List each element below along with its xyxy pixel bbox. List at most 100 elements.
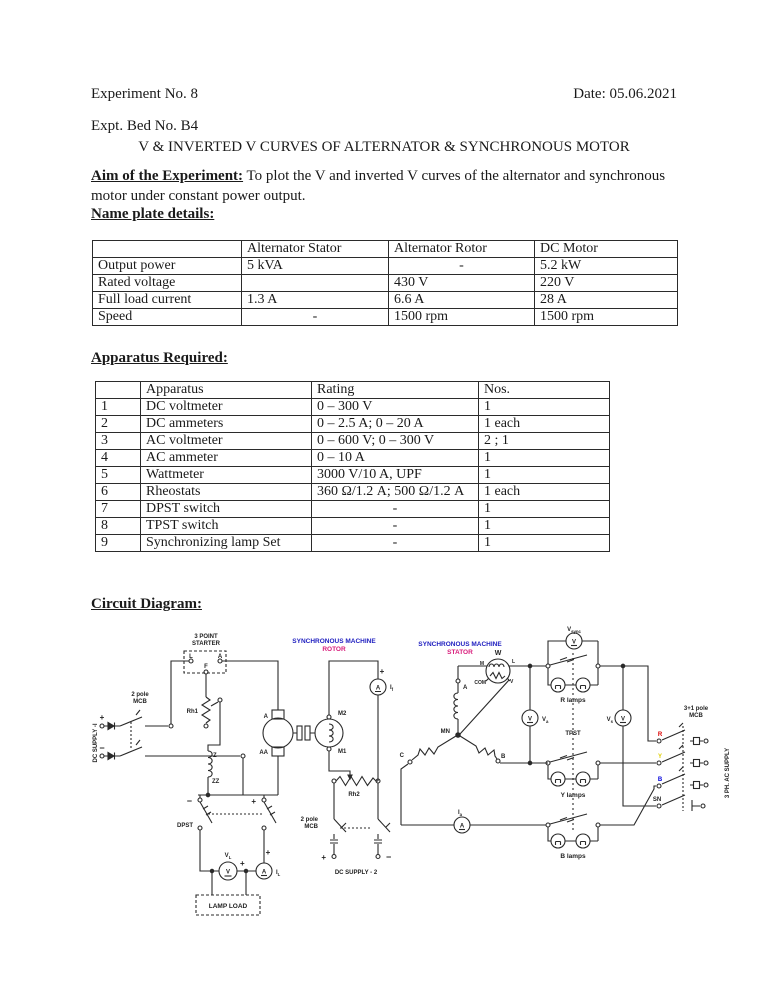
table-cell: 0 – 600 V; 0 – 300 V xyxy=(311,432,479,450)
circuit-label: If xyxy=(390,685,394,692)
circuit-label: Ia xyxy=(458,810,463,817)
table-cell: 1 each xyxy=(478,483,610,501)
lamp-load-box xyxy=(195,868,261,916)
table-cell: Output power xyxy=(92,257,242,275)
aim-paragraph: Aim of the Experiment: To plot the V and… xyxy=(91,166,685,206)
circuit-label: − xyxy=(187,796,192,806)
table-cell: Speed xyxy=(92,308,242,326)
wattmeter xyxy=(458,658,546,735)
circuit-label: A xyxy=(218,654,223,660)
circuit-label: V xyxy=(621,717,625,723)
table-cell: DC Motor xyxy=(534,240,678,258)
circuit-label: STATOR xyxy=(447,649,473,656)
table-cell: 4 xyxy=(95,449,141,467)
circuit-label: A xyxy=(262,870,267,876)
circuit-label: DPST xyxy=(177,823,193,829)
circuit-label: C xyxy=(400,753,405,759)
table-cell: 220 V xyxy=(534,274,678,292)
stator-star-winding xyxy=(400,666,548,825)
table-cell: 3 xyxy=(95,432,141,450)
table-cell: - xyxy=(388,257,535,275)
table-cell: 1 xyxy=(478,534,610,552)
table-cell: - xyxy=(311,500,479,518)
circuit-label: STARTER xyxy=(192,641,221,647)
y-phase-line xyxy=(545,751,656,766)
table-cell: 5.2 kW xyxy=(534,257,678,275)
circuit-label: Vsync xyxy=(567,627,581,634)
mcb-3plus1-pole xyxy=(656,722,709,811)
circuit-label: DC SUPPLY - 2 xyxy=(335,870,378,876)
circuit-label: M xyxy=(480,661,484,667)
circuit-label: A xyxy=(463,685,468,691)
circuit-label: MCB xyxy=(304,824,318,830)
shaft-coupling xyxy=(293,725,315,741)
table-cell: DC voltmeter xyxy=(140,398,312,416)
table-cell: 7 xyxy=(95,500,141,518)
circuit-label: DC SUPPLY -I xyxy=(93,723,99,762)
table-cell: - xyxy=(241,308,389,326)
table-cell: 1 xyxy=(478,398,610,416)
circuit-label: + xyxy=(380,667,385,676)
circuit-label: − xyxy=(99,743,104,753)
circuit-label: Z xyxy=(213,753,217,759)
circuit-label: COM xyxy=(474,680,486,686)
aim-label: Aim of the Experiment: xyxy=(91,168,244,184)
circuit-label: VL xyxy=(225,853,232,860)
table-cell: 2 xyxy=(95,415,141,433)
table-cell: 9 xyxy=(95,534,141,552)
aim-text: To plot the V and inverted V curves of t… xyxy=(91,168,666,204)
table-cell: 28 A xyxy=(534,291,678,309)
table-cell: 3000 V/10 A, UPF xyxy=(311,466,479,484)
table-cell: - xyxy=(311,534,479,552)
circuit-label: ZZ xyxy=(212,779,220,785)
circuit-label: LAMP LOAD xyxy=(209,903,248,910)
table-cell: 1 xyxy=(95,398,141,416)
bed-number: Expt. Bed No. B4 xyxy=(91,118,199,134)
load-ammeter xyxy=(255,862,273,880)
table-cell: - xyxy=(311,517,479,535)
load-voltmeter xyxy=(218,861,238,881)
circuit-label: W xyxy=(495,650,502,657)
table-cell: Rated voltage xyxy=(92,274,242,292)
rh1-rheostat xyxy=(200,696,223,798)
circuit-label: R xyxy=(658,732,663,738)
table-cell: Rheostats xyxy=(140,483,312,501)
r-lamps xyxy=(547,668,599,693)
circuit-label: A xyxy=(460,824,465,830)
table-cell: AC ammeter xyxy=(140,449,312,467)
table-cell: 1 xyxy=(478,517,610,535)
circuit-label: V xyxy=(572,640,576,646)
table-cell: DC ammeters xyxy=(140,415,312,433)
circuit-label: + xyxy=(321,853,326,862)
date-label: Date: 05.06.2021 xyxy=(573,86,677,102)
table-cell: 1 xyxy=(478,500,610,518)
dpst-switch xyxy=(197,795,277,872)
table-cell: TPST switch xyxy=(140,517,312,535)
circuit-label: R lamps xyxy=(560,697,586,704)
circuit-heading: Circuit Diagram: xyxy=(91,596,202,612)
table-cell: Full load current xyxy=(92,291,242,309)
table-cell: 0 – 2.5 A; 0 – 20 A xyxy=(311,415,479,433)
circuit-label: B lamps xyxy=(560,853,586,860)
circuit-label: 3 PH. AC SUPPLY xyxy=(725,748,731,798)
mcb-2pole-supply1 xyxy=(99,709,246,795)
experiment-number: Experiment No. 8 xyxy=(91,86,199,102)
circuit-label: MN xyxy=(441,729,450,735)
circuit-label: AA xyxy=(259,750,268,756)
y-lamps xyxy=(547,765,599,787)
table-cell: 430 V xyxy=(388,274,535,292)
circuit-label: SYNCHRONOUS MACHINE xyxy=(292,638,376,645)
